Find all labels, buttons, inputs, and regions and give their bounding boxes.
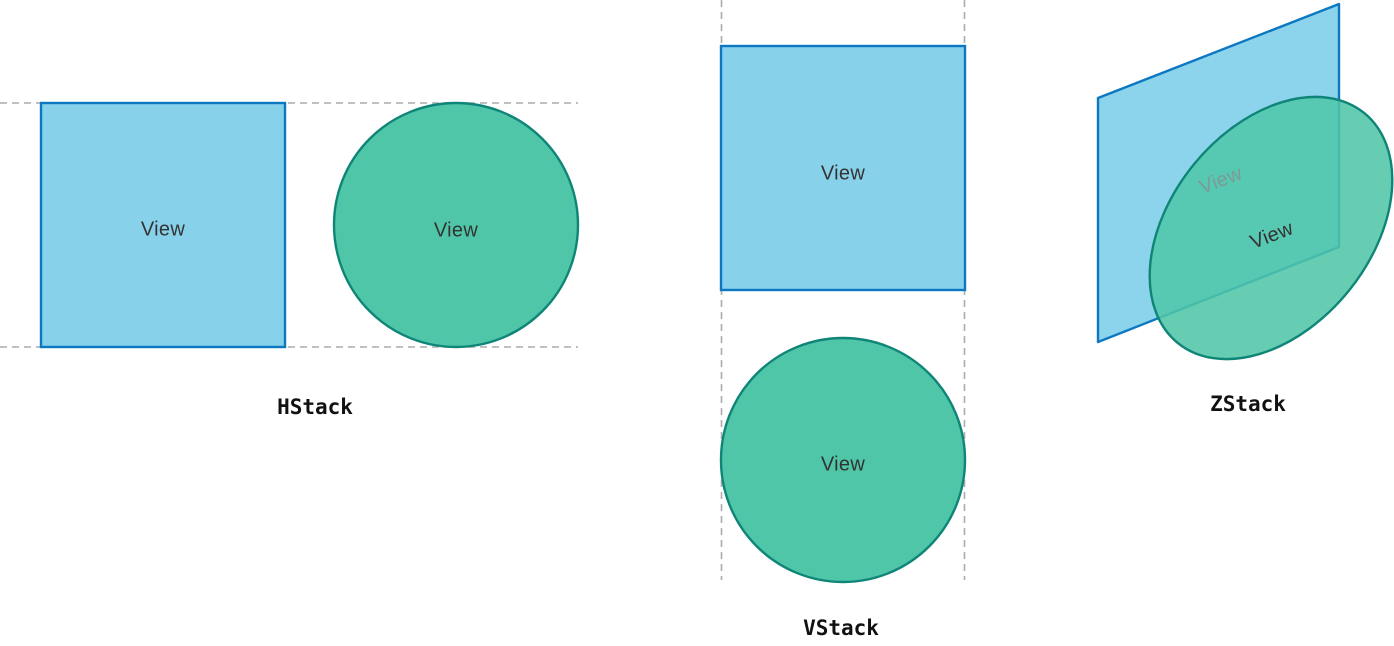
vstack-circle-view: [719, 336, 967, 584]
hstack-group: [0, 101, 580, 349]
hstack-circle-view: [332, 101, 580, 349]
hstack-title: HStack: [277, 395, 353, 419]
vstack-square-view: [719, 44, 967, 292]
zstack-ellipse-view: [1148, 95, 1394, 361]
vstack-square-view-label: View: [820, 162, 866, 185]
hstack-square-view: [39, 101, 287, 349]
zstack-group: [1096, 2, 1394, 361]
vstack-circle-view-label: View: [820, 453, 866, 476]
zstack-title: ZStack: [1210, 392, 1286, 416]
vstack-group: [719, 0, 967, 584]
hstack-square-view-label: View: [140, 218, 186, 241]
hstack-circle-view-label: View: [433, 219, 479, 242]
vstack-title: VStack: [803, 616, 879, 640]
